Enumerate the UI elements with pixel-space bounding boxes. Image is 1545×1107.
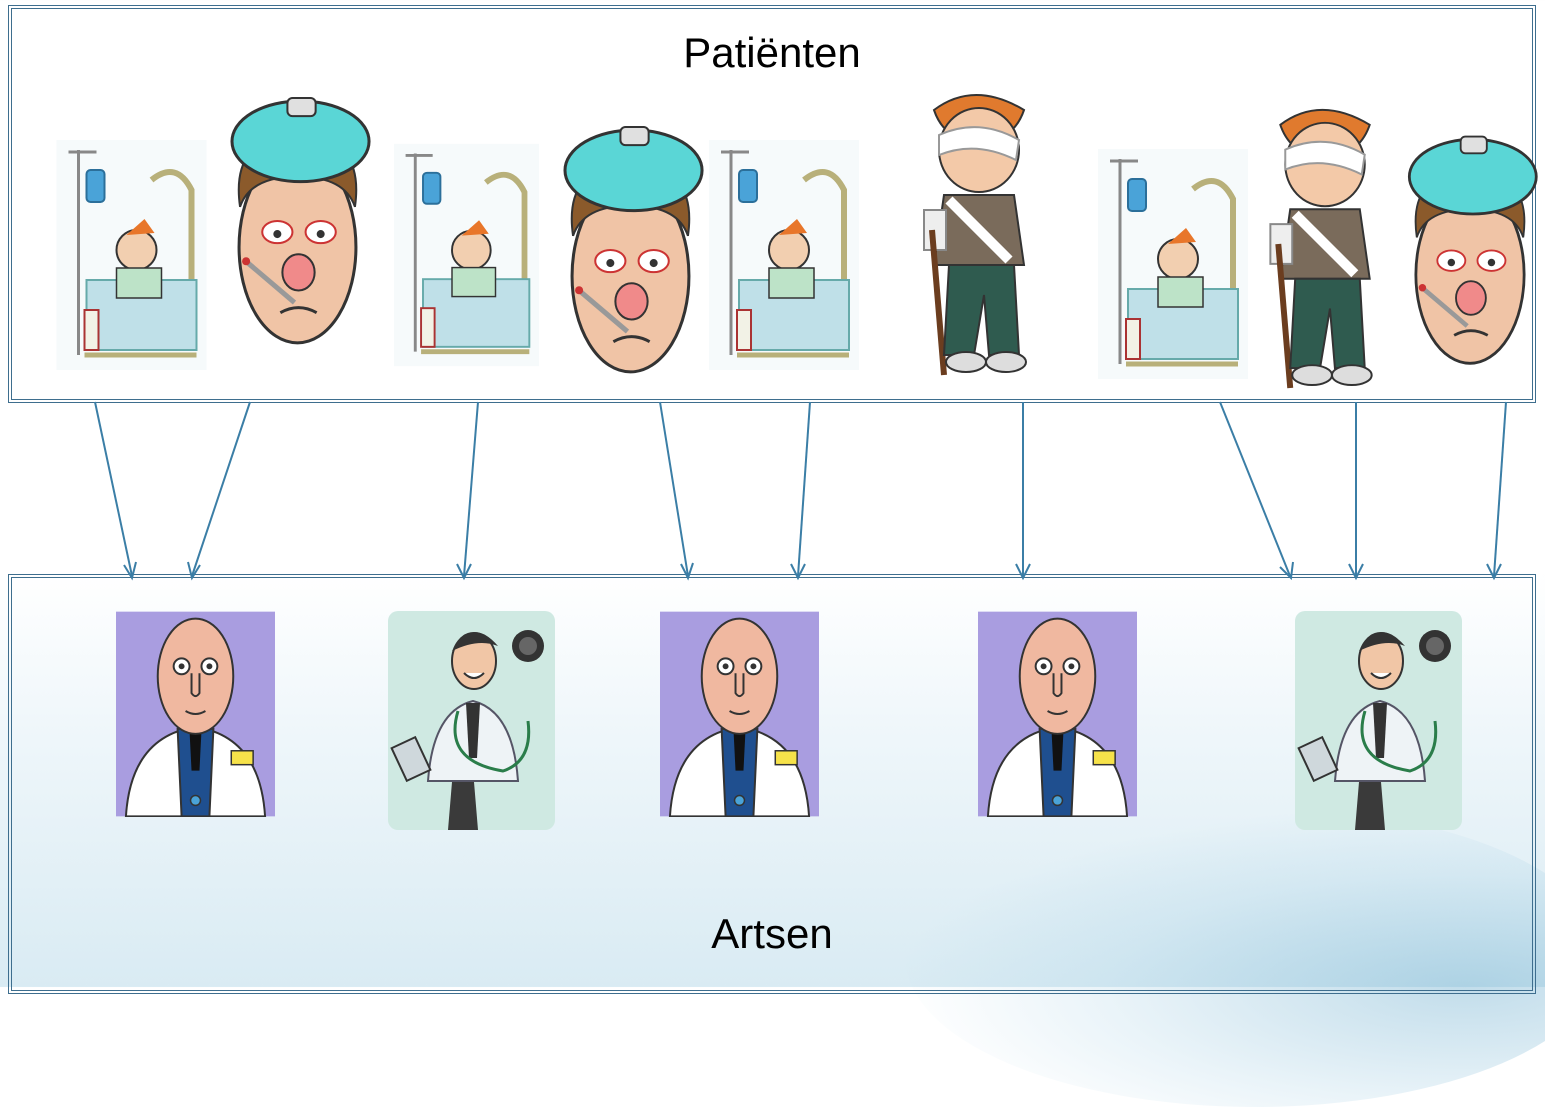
injured-boy-illustration — [1250, 95, 1400, 393]
arrow-connector — [1220, 402, 1290, 576]
bedridden-patient-illustration — [53, 140, 210, 370]
arrow-connector — [1494, 402, 1506, 576]
stethoscope-doctor-illustration — [1295, 611, 1462, 830]
bald-doctor-illustration — [116, 611, 275, 817]
arrow-connector — [660, 402, 688, 576]
bald-doctor-illustration — [978, 611, 1137, 817]
feverish-patient-illustration — [1400, 125, 1540, 387]
stethoscope-doctor-illustration — [388, 611, 555, 830]
feverish-patient-illustration — [220, 96, 375, 358]
arrow-connector — [464, 402, 478, 576]
injured-boy-illustration — [903, 80, 1055, 380]
arrow-connector — [192, 402, 250, 576]
arrow-connector — [95, 402, 132, 576]
patients-group-title: Patiënten — [12, 29, 1532, 77]
feverish-patient-illustration — [553, 125, 708, 387]
arrow-connector — [798, 402, 810, 576]
doctors-group-title: Artsen — [12, 910, 1532, 958]
bedridden-patient-illustration — [394, 140, 539, 370]
bald-doctor-illustration — [660, 611, 819, 817]
bedridden-patient-illustration — [1098, 142, 1248, 386]
bedridden-patient-illustration — [709, 140, 859, 370]
